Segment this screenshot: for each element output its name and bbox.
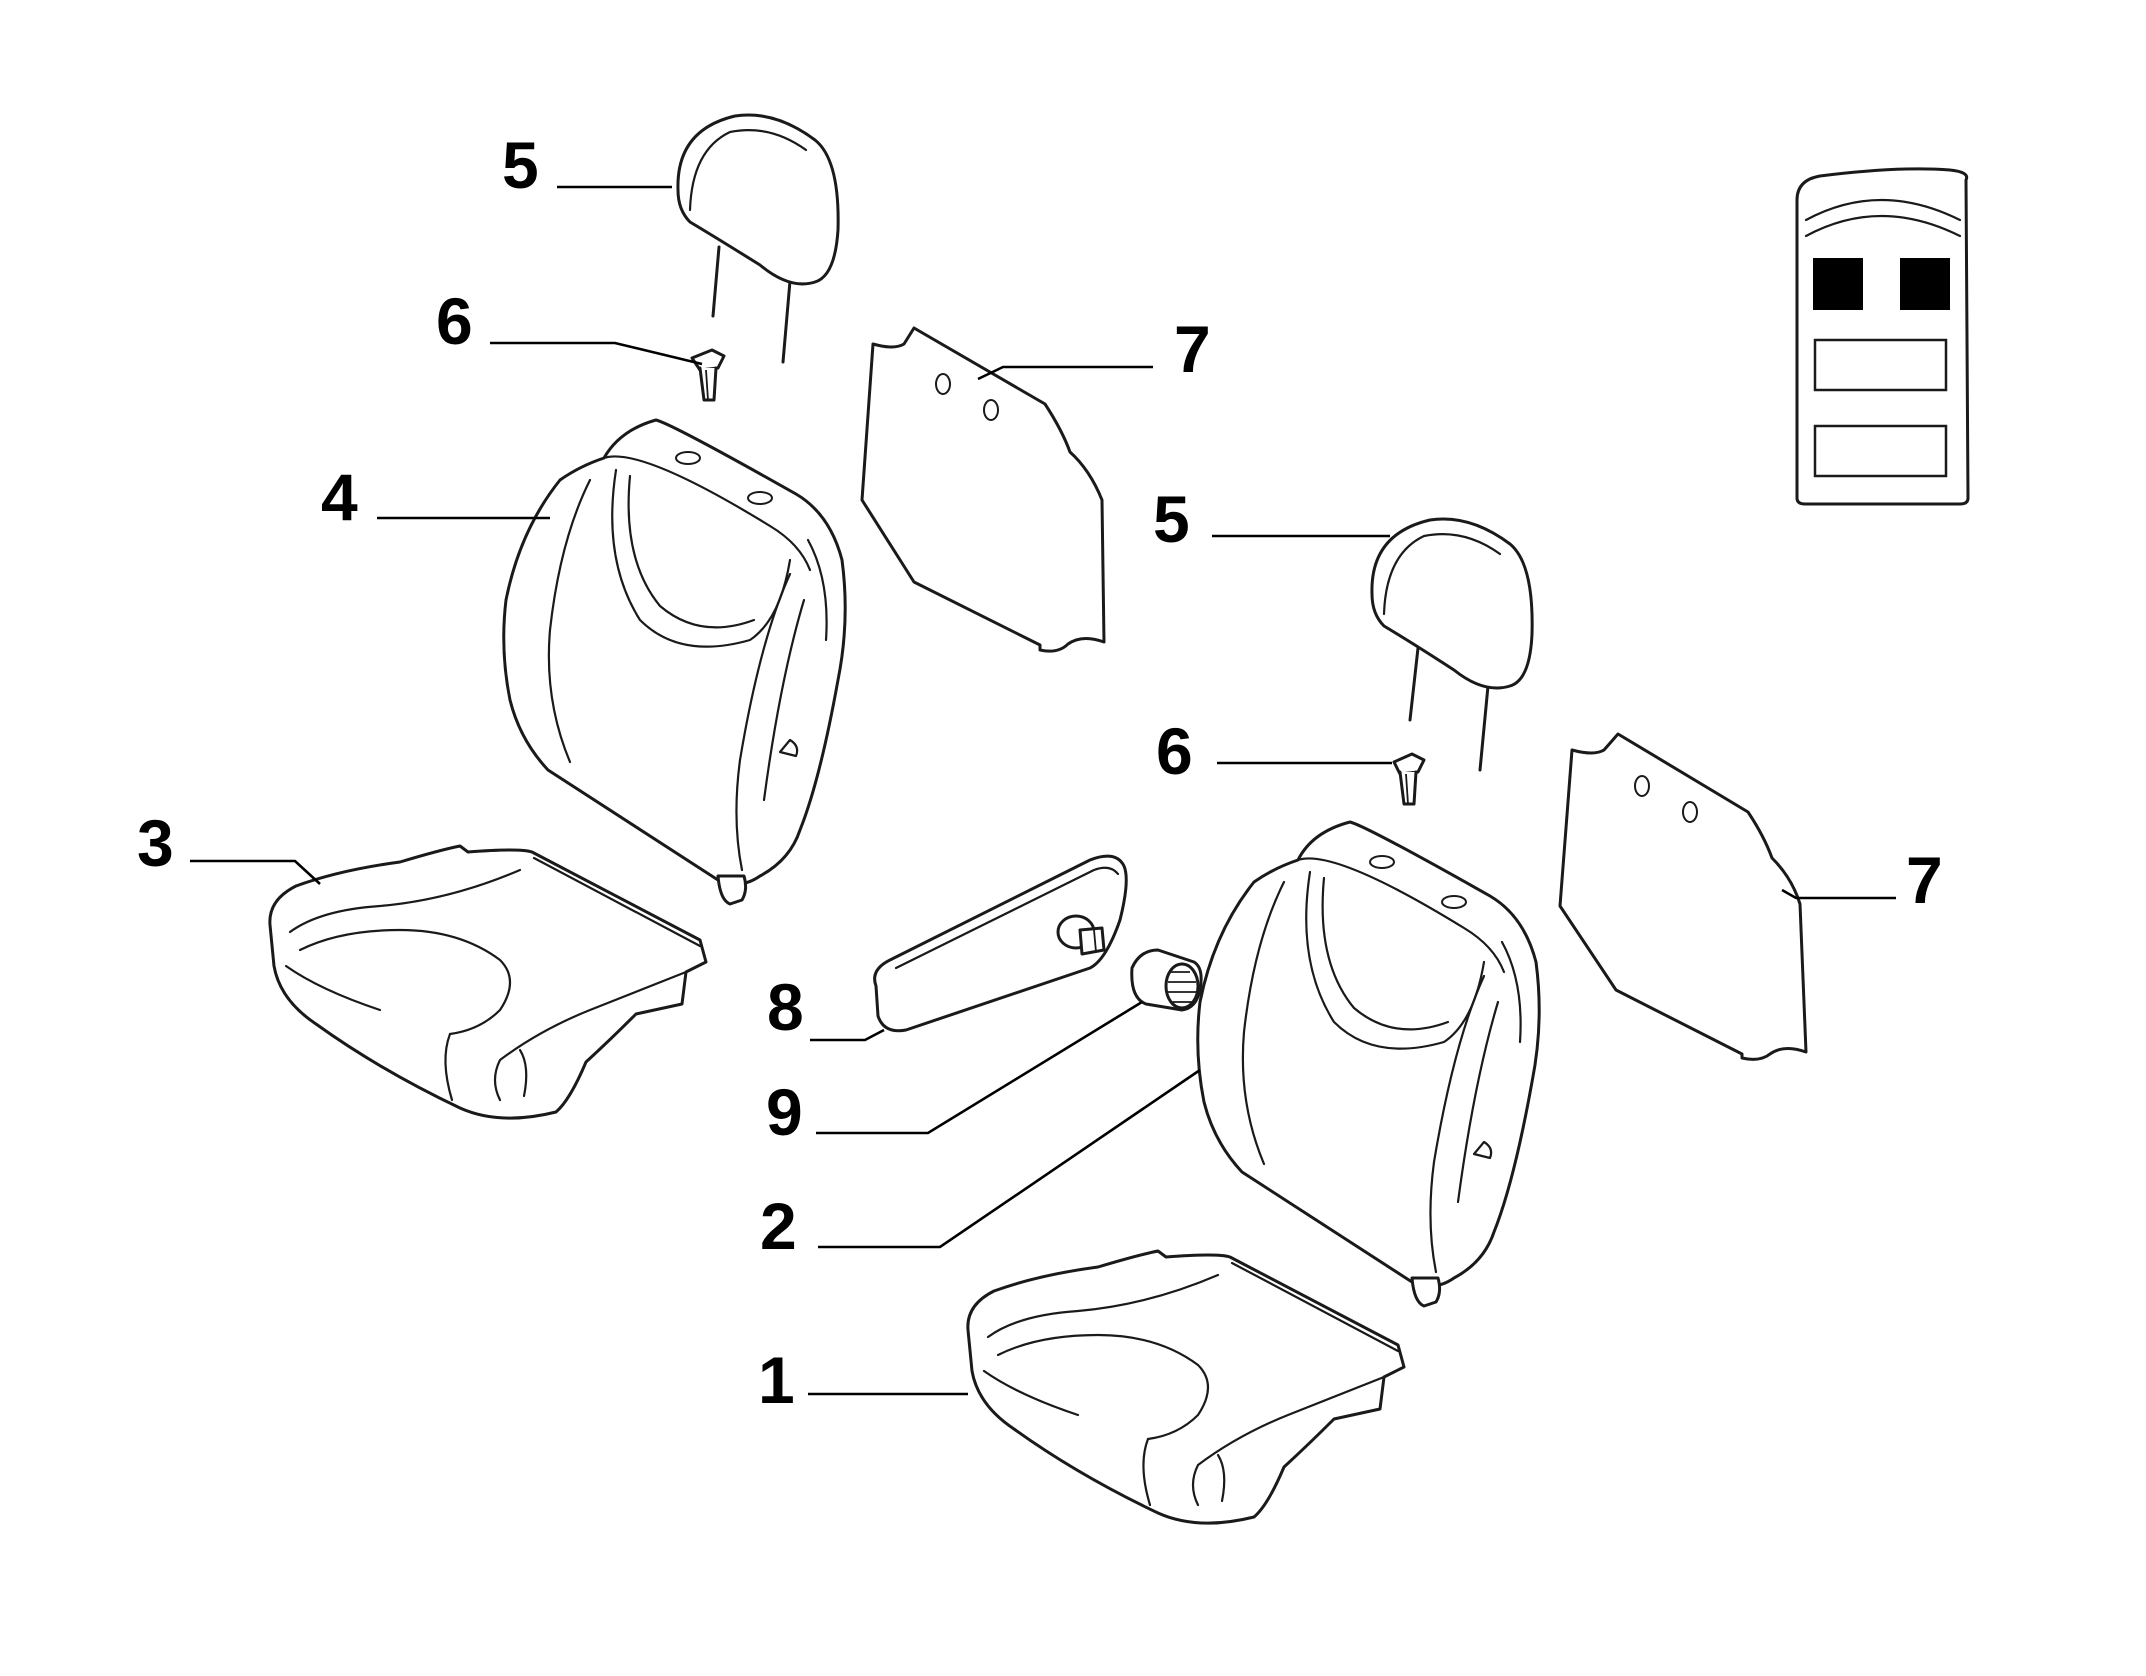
leader-6-left xyxy=(490,341,703,366)
label-6-right: 6 xyxy=(1156,714,1193,788)
leader-3 xyxy=(190,859,321,885)
headrest-right xyxy=(1370,517,1534,772)
seat-cushion-right xyxy=(966,1249,1406,1525)
callout-numbers: 5 6 7 4 3 5 6 7 8 9 2 1 xyxy=(137,128,1943,1417)
label-9: 9 xyxy=(766,1075,803,1149)
headrest-left xyxy=(676,113,840,364)
leader-7-right xyxy=(1781,888,1896,900)
label-4: 4 xyxy=(321,460,358,534)
headrest-guide-right xyxy=(1392,752,1426,806)
label-5-right: 5 xyxy=(1153,482,1190,556)
label-6-left: 6 xyxy=(436,284,473,358)
headrest-guide-left xyxy=(690,348,726,402)
back-panel-right xyxy=(1558,732,1808,1061)
vehicle-locator-icon xyxy=(1795,167,1970,506)
label-3: 3 xyxy=(137,806,174,880)
leader-8 xyxy=(810,1028,885,1042)
seat-back-right xyxy=(1196,820,1541,1308)
label-8: 8 xyxy=(767,970,804,1044)
rear-row-marker xyxy=(1813,424,1948,478)
middle-row-marker xyxy=(1813,338,1948,392)
front-seat-right-marker xyxy=(1900,258,1950,310)
label-2: 2 xyxy=(760,1189,797,1263)
seat-cushion-left xyxy=(268,844,708,1120)
front-seat-left-marker xyxy=(1813,258,1863,310)
label-5-left: 5 xyxy=(502,128,539,202)
label-1: 1 xyxy=(758,1343,795,1417)
armrest-knob xyxy=(1130,948,1203,1012)
leader-lines xyxy=(190,185,1896,1396)
back-panel-left xyxy=(860,326,1106,653)
seat-back-left xyxy=(502,418,847,906)
leader-2 xyxy=(818,1068,1201,1249)
armrest xyxy=(873,854,1128,1033)
leader-9 xyxy=(816,1000,1143,1135)
vehicle-outline xyxy=(1795,167,1970,506)
label-7-right: 7 xyxy=(1906,843,1943,917)
label-7-left: 7 xyxy=(1174,312,1211,386)
leader-7-left xyxy=(977,365,1153,381)
